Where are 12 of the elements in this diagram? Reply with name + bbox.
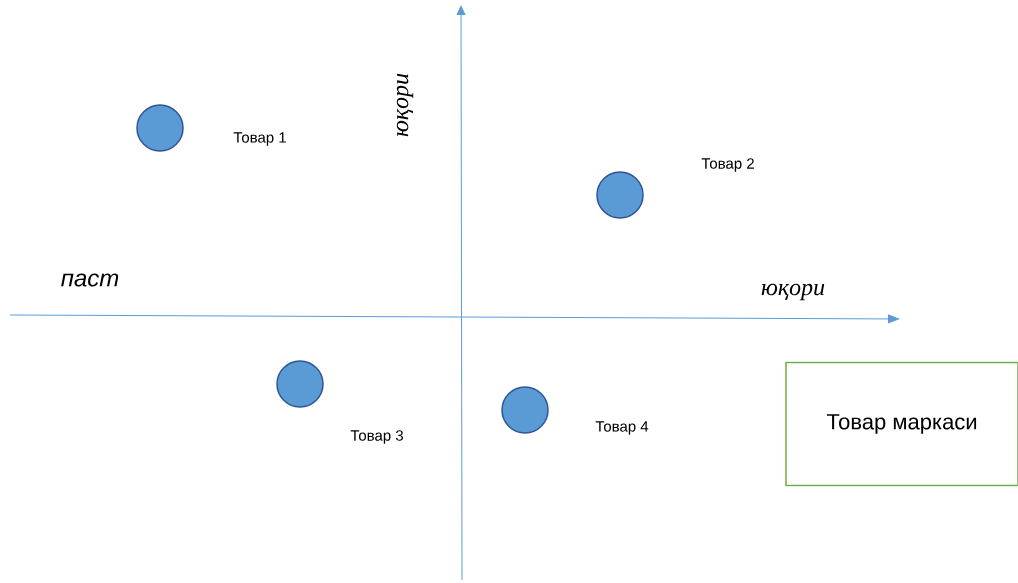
circle-marker xyxy=(136,104,184,152)
brand-box: Товар маркаси xyxy=(785,361,1018,487)
product-label: Товар 4 xyxy=(595,421,649,435)
circle-marker xyxy=(501,386,549,434)
product-label: Товар 3 xyxy=(350,430,403,444)
axis-label: юқори xyxy=(396,73,414,137)
axis-label: паст xyxy=(61,273,119,287)
circle-marker xyxy=(596,171,644,219)
axis-label: юқори xyxy=(761,283,825,301)
product-label: Товар 2 xyxy=(701,158,754,172)
circle-marker xyxy=(276,360,324,408)
product-label: Товар 1 xyxy=(233,132,286,146)
